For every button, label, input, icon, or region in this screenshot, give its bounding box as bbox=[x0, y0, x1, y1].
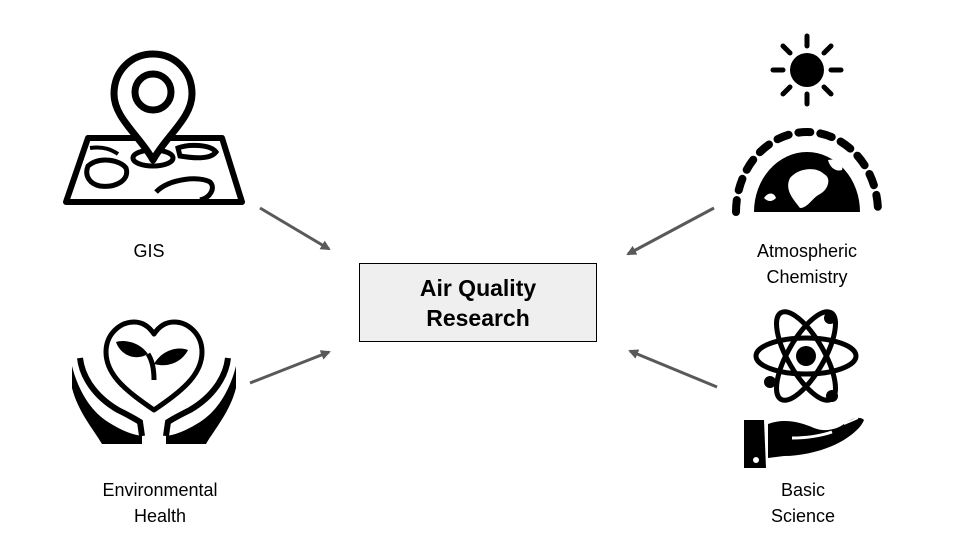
environmental-health-label: Environmental Health bbox=[102, 480, 218, 526]
center-box: Air Quality Research bbox=[359, 263, 597, 342]
atmospheric-chemistry-label: Atmospheric Chemistry bbox=[756, 241, 858, 287]
arrow-gis bbox=[259, 206, 331, 251]
center-title: Air Quality Research bbox=[419, 274, 537, 331]
hands-heart-leaf-icon bbox=[72, 319, 236, 444]
basic-science-label: Basic Science bbox=[770, 480, 836, 526]
gis-label: GIS bbox=[133, 241, 165, 261]
map-pin-icon bbox=[63, 50, 245, 205]
arrow-atmospheric-chemistry bbox=[626, 206, 715, 256]
arrow-basic-science bbox=[628, 349, 718, 389]
arrow-environmental-health bbox=[249, 350, 331, 385]
sun-earth-atmosphere-icon bbox=[732, 33, 882, 216]
atom-hand-icon bbox=[744, 309, 864, 468]
